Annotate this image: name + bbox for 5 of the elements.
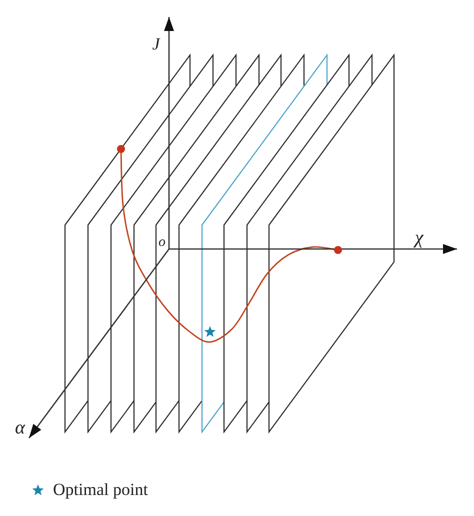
axis-label: α [15, 418, 25, 438]
legend-label: Optimal point [53, 481, 148, 498]
origin-label: o [158, 236, 166, 250]
axis-label: J [152, 36, 160, 52]
axis-label: χ [414, 228, 424, 248]
